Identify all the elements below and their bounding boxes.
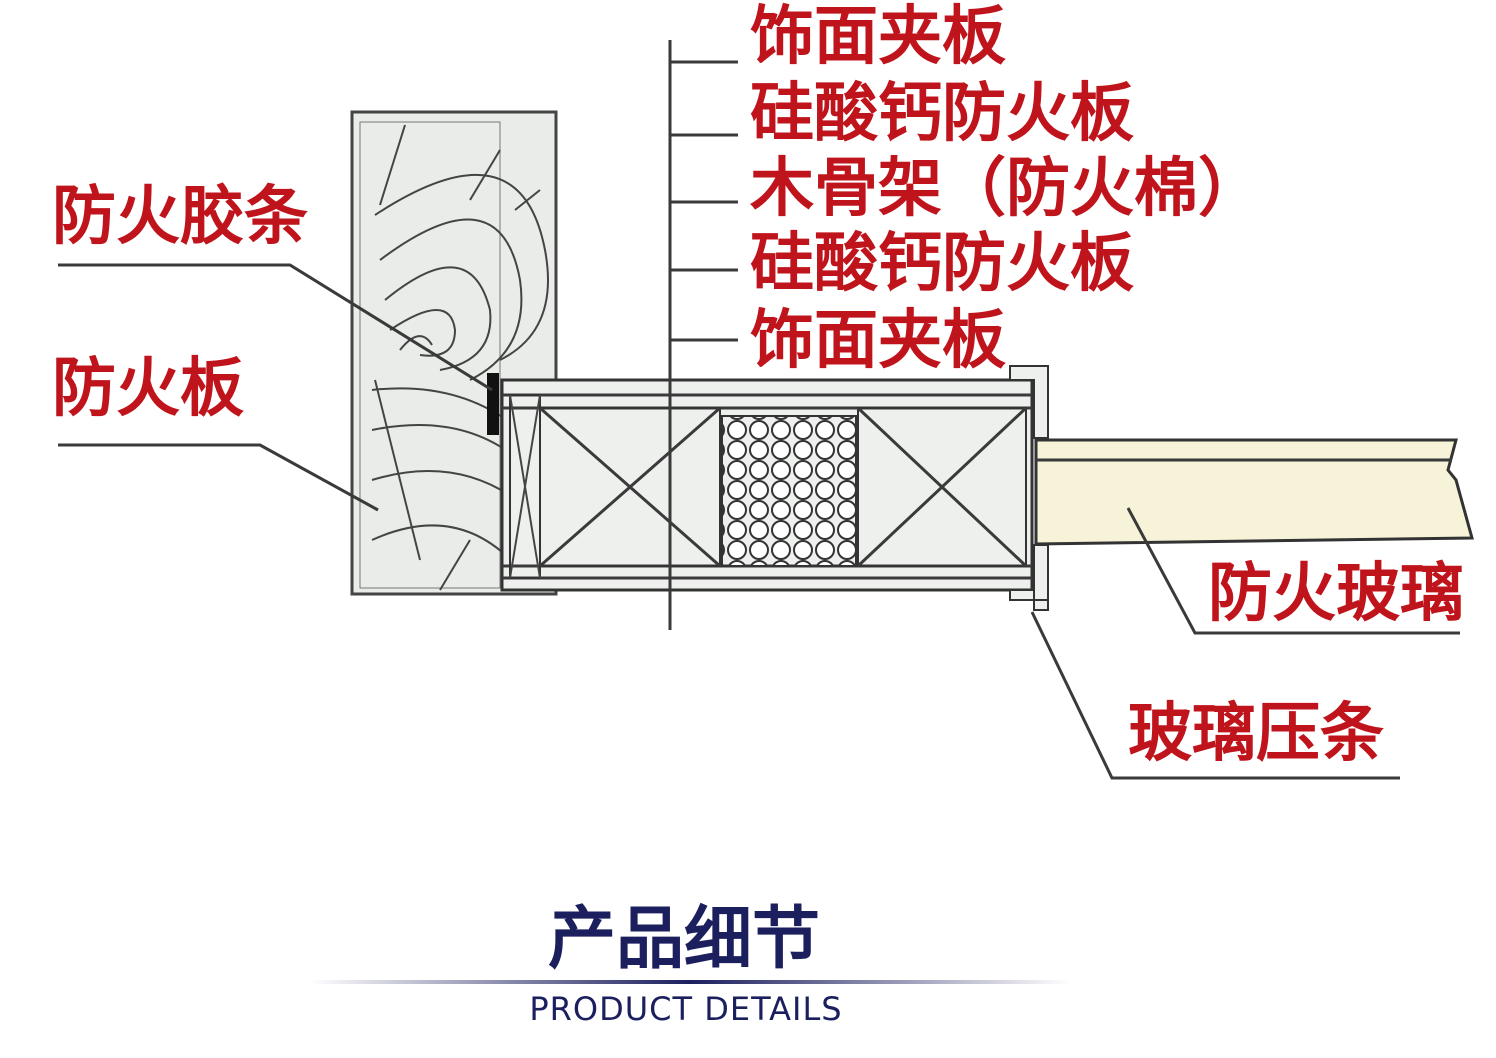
fire-glue-strip <box>487 373 499 435</box>
leader-fire-glass <box>1126 507 1460 635</box>
label-facing-top: 饰面夹板 <box>750 0 1006 74</box>
label-fire-glass: 防火玻璃 <box>1208 557 1464 631</box>
label-calcium-bottom: 硅酸钙防火板 <box>750 227 1134 301</box>
label-glass-bead: 玻璃压条 <box>1128 697 1384 771</box>
fire-glass <box>1034 438 1474 546</box>
layer-ruler <box>668 40 738 630</box>
glass-bead-profile <box>1009 365 1049 611</box>
leader-glass-bead <box>1030 611 1400 780</box>
label-fire-strip: 防火胶条 <box>52 180 308 254</box>
footer-title-cn: 产品细节 <box>548 900 820 979</box>
footer-divider <box>310 980 1070 984</box>
footer-title-en: PRODUCT DETAILS <box>529 990 842 1028</box>
door-leaf-section <box>500 378 1034 592</box>
label-wood-frame: 木骨架（防火棉） <box>750 152 1262 226</box>
label-fire-board: 防火板 <box>52 352 244 426</box>
leader-fire-board <box>58 443 379 512</box>
leader-fire-strip <box>58 263 493 392</box>
label-facing-bottom: 饰面夹板 <box>750 304 1006 378</box>
label-calcium-top: 硅酸钙防火板 <box>750 77 1134 151</box>
